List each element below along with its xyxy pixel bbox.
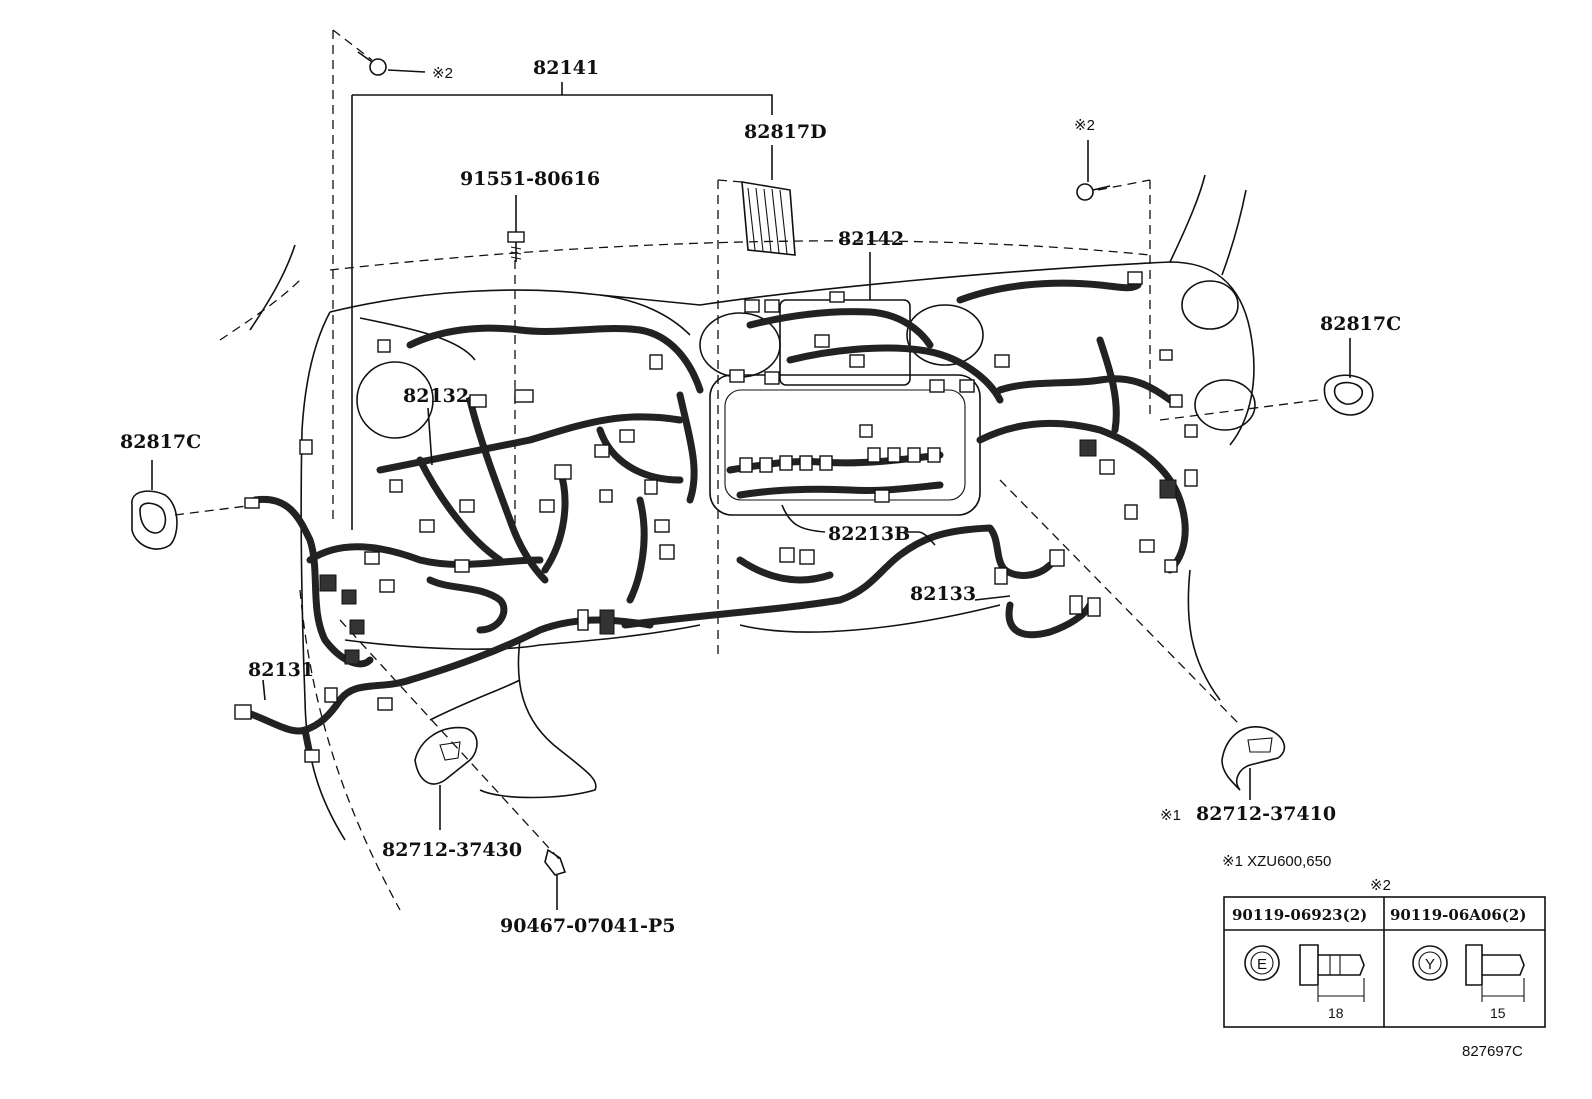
part-90467-07041-P5-clip <box>544 848 567 910</box>
label-82131: 82131 <box>248 659 314 681</box>
label-82817D: 82817D <box>744 121 827 143</box>
mark-bolt-top-right: ※2 <box>1074 117 1095 134</box>
bolt-head-y-code: Y <box>1425 956 1435 973</box>
label-91551-80616: 91551-80616 <box>460 168 600 190</box>
leader-lines <box>151 82 1351 701</box>
instrument-panel-outline <box>219 174 1256 911</box>
notes: ※1 XZU600,650 ※2 <box>1222 853 1391 894</box>
harness-82142 <box>746 279 1174 434</box>
part-labels: 82141 82817D 91551-80616 82142 82817C 82… <box>120 57 1401 937</box>
bolt-table: 90119-06923(2) 90119-06A06(2) E 18 Y 15 <box>1223 896 1546 1028</box>
figure-code: 827697C <box>1462 1043 1523 1060</box>
bolt-length-15: 15 <box>1490 1005 1506 1021</box>
harness-82132 <box>376 396 684 634</box>
bolt-top-right <box>1076 140 1111 201</box>
label-82817C-right: 82817C <box>1320 313 1401 335</box>
harness-82141-upper <box>406 324 704 504</box>
label-82142: 82142 <box>838 228 904 250</box>
label-90467-07041-P5: 90467-07041-P5 <box>500 915 675 937</box>
part-82712-37430-bracket <box>414 726 478 830</box>
part-82817C-left-grommet <box>131 490 178 550</box>
label-82213B: 82213B <box>828 523 910 545</box>
note-1: ※1 XZU600,650 <box>1222 853 1331 870</box>
label-82712-37410: 82712-37410 <box>1196 803 1336 825</box>
harness-82131 <box>241 495 654 759</box>
assembly-guide-lines <box>174 29 1319 861</box>
label-82141: 82141 <box>533 57 599 79</box>
bolt-side-15-icon <box>1465 944 1525 1002</box>
mark-bracket-right: ※1 <box>1160 807 1181 824</box>
bolt-top-left <box>357 51 426 76</box>
connectors <box>234 271 1198 763</box>
bolt-head-e-icon <box>1244 945 1280 981</box>
bolt-head-y-icon <box>1412 945 1448 981</box>
bolt-length-18: 18 <box>1328 1005 1344 1021</box>
table-mark: ※2 <box>1370 877 1391 894</box>
part-82817C-right-grommet <box>1323 374 1374 416</box>
label-82817C-left: 82817C <box>120 431 201 453</box>
bolt-table-col2-part: 90119-06A06(2) <box>1390 906 1526 924</box>
bolt-side-18-icon <box>1299 944 1365 1002</box>
bolt-head-e-code: E <box>1257 956 1267 973</box>
label-82712-37430: 82712-37430 <box>382 839 522 861</box>
mark-bolt-top-left: ※2 <box>432 65 453 82</box>
part-82712-37410-bracket <box>1221 726 1286 800</box>
label-82133: 82133 <box>910 583 976 605</box>
bolt-91551-80616 <box>507 195 525 262</box>
part-82817D-protector <box>741 181 796 256</box>
label-82132: 82132 <box>403 385 469 407</box>
bolt-table-col1-part: 90119-06923(2) <box>1232 906 1367 924</box>
